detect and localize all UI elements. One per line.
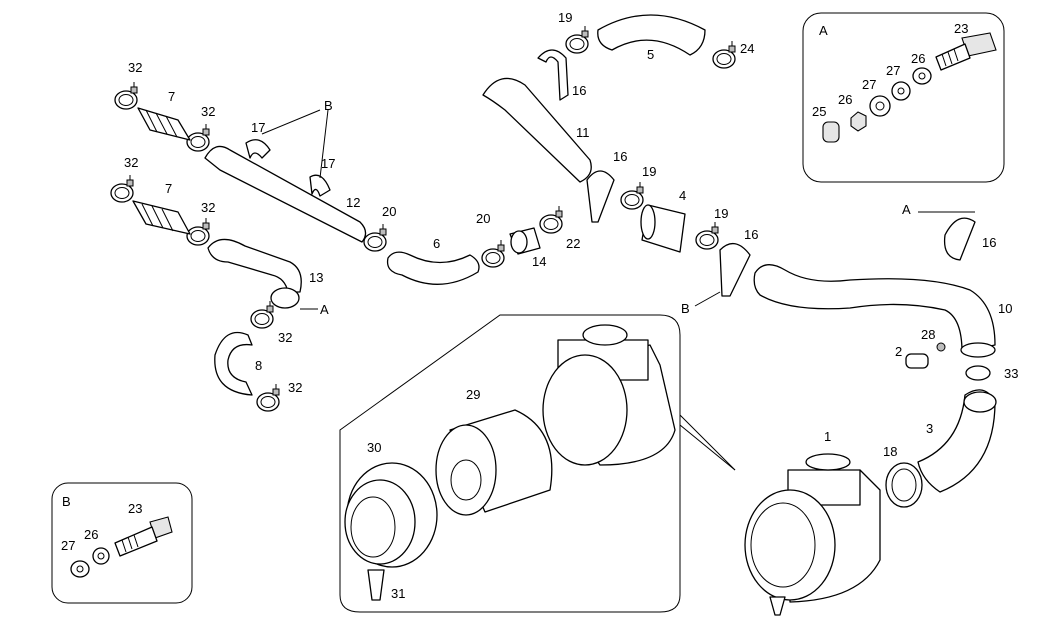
part-label-22: 22 [566,236,580,251]
part-label-5: 5 [647,47,654,62]
part-label-17: 17 [251,120,265,135]
part-label-31: 31 [391,586,405,601]
part-label-3: 3 [926,421,933,436]
part-label-32: 32 [128,60,142,75]
part-label-29: 29 [466,387,480,402]
part-number-labels: B A B A 1 2 3 4 5 6 7 7 8 10 11 12 13 14… [61,10,1018,601]
bolt-part [935,32,997,71]
part-label-26: 26 [911,51,925,66]
part-label-23: 23 [954,21,968,36]
part-label-17: 17 [321,156,335,171]
part-label-16: 16 [744,227,758,242]
part-label-19: 19 [714,206,728,221]
part-label-10: 10 [998,301,1012,316]
part-label-18: 18 [883,444,897,459]
inset-b-label: B [62,494,71,509]
part-label-32: 32 [124,155,138,170]
part-label-16: 16 [613,149,627,164]
callout-label-b: B [324,98,333,113]
part-label-26: 26 [84,527,98,542]
inset-box-a: A [802,12,1005,183]
part-label-24: 24 [740,41,754,56]
part-label-26: 26 [838,92,852,107]
part-label-25: 25 [812,104,826,119]
part-label-33: 33 [1004,366,1018,381]
part-label-2: 2 [895,344,902,359]
filter-exploded-inset [339,314,736,613]
part-label-7: 7 [165,181,172,196]
part-label-32: 32 [278,330,292,345]
part-label-16: 16 [572,83,586,98]
callout-label-a: A [902,202,911,217]
callout-lines [261,109,975,310]
part-label-19: 19 [558,10,572,25]
inset-a-label: A [819,23,828,38]
part-label-30: 30 [367,440,381,455]
center-hose-assembly [363,14,751,297]
part-label-27: 27 [61,538,75,553]
part-label-27: 27 [886,63,900,78]
part-label-13: 13 [309,270,323,285]
part-label-8: 8 [255,358,262,373]
part-label-12: 12 [346,195,360,210]
part-label-16: 16 [982,235,996,250]
air-filter-assembly [744,453,881,616]
part-label-32: 32 [201,104,215,119]
part-label-20: 20 [476,211,490,226]
part-label-19: 19 [642,164,656,179]
part-label-23: 23 [128,501,142,516]
part-label-7: 7 [168,89,175,104]
part-label-28: 28 [921,327,935,342]
callout-label-b: B [681,301,690,316]
part-label-32: 32 [201,200,215,215]
part-label-27: 27 [862,77,876,92]
inset-box-b: B [51,482,193,604]
part-label-14: 14 [532,254,546,269]
part-label-32: 32 [288,380,302,395]
part-label-4: 4 [679,188,686,203]
part-label-1: 1 [824,429,831,444]
right-hose-assembly [753,217,997,508]
part-label-11: 11 [576,125,590,140]
left-hose-assembly [110,81,367,412]
part-label-6: 6 [433,236,440,251]
callout-label-a: A [320,302,329,317]
washer-part [822,67,932,143]
part-label-20: 20 [382,204,396,219]
